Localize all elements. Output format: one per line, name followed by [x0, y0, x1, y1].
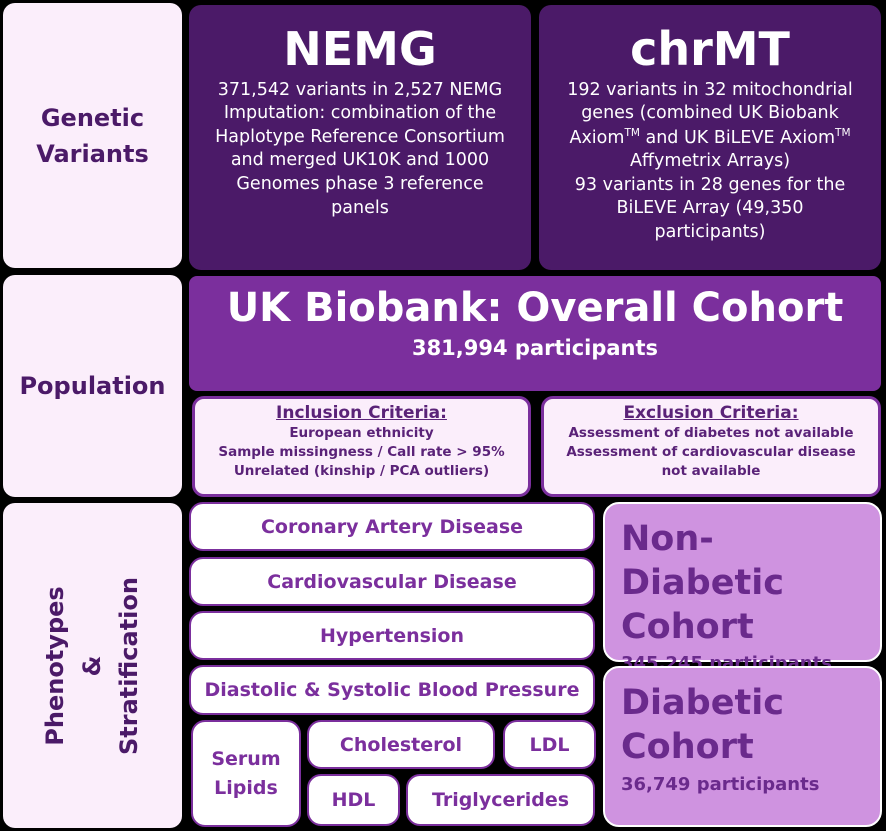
text-line: Imputation: combination of the	[223, 103, 497, 124]
phenotype-cholesterol: Cholesterol	[307, 720, 495, 769]
section-population: Population	[3, 275, 182, 497]
criteria-item: Sample missingness / Call rate > 95%	[218, 443, 505, 460]
text-line: Genomes phase 3 reference	[236, 174, 484, 194]
trademark-mark: TM	[624, 126, 640, 139]
cohort-title-line: Non-Diabetic	[621, 519, 784, 603]
section-label-line: Phenotypes	[40, 585, 69, 746]
cohort-title-line: Cohort	[621, 606, 754, 647]
criteria-item: Assessment of cardiovascular disease	[566, 443, 856, 460]
section-phenotypes-stratification: Phenotypes & Stratification	[3, 503, 182, 828]
section-label-line: Variants	[36, 139, 149, 168]
overall-cohort-banner: UK Biobank: Overall Cohort 381,994 parti…	[189, 276, 881, 391]
text-line: 192 variants in 32 mitochondrial	[567, 79, 853, 100]
phenotype-ldl: LDL	[503, 720, 596, 769]
section-label: Population	[19, 372, 166, 400]
exclusion-heading: Exclusion Criteria:	[623, 403, 799, 423]
text-line: participants)	[654, 222, 766, 243]
label-line: Lipids	[214, 776, 278, 799]
text-segment: Axiom	[569, 127, 625, 148]
text-segment: and UK BiLEVE Axiom	[639, 127, 836, 148]
text-line: panels	[331, 197, 389, 218]
chrmt-title: chrMT	[630, 22, 790, 76]
criteria-item: European ethnicity	[289, 425, 434, 442]
section-label-line: Genetic	[40, 103, 145, 132]
phenotype-hdl: HDL	[307, 774, 400, 826]
chrmt-description: 192 variants in 32 mitochondrial genes (…	[539, 79, 881, 245]
label-line: Serum	[211, 748, 281, 770]
overall-cohort-title: UK Biobank: Overall Cohort	[226, 285, 844, 331]
inclusion-criteria-box: Inclusion Criteria: European ethnicity S…	[192, 396, 531, 497]
nemg-description: 371,542 variants in 2,527 NEMG Imputatio…	[189, 79, 531, 221]
inclusion-heading: Inclusion Criteria:	[276, 403, 447, 423]
section-label-line: Stratification	[115, 576, 144, 755]
trademark-mark: TM	[835, 126, 851, 139]
text-line: Haplotype Reference Consortium	[215, 126, 505, 147]
chrmt-panel: chrMT 192 variants in 32 mitochondrial g…	[539, 5, 881, 270]
text-line: and merged UK10K and 1000	[230, 150, 490, 171]
nemg-title: NEMG	[283, 22, 437, 76]
phenotype-triglycerides: Triglycerides	[406, 774, 595, 826]
text-line: 93 variants in 28 genes for the	[574, 174, 846, 195]
exclusion-criteria-box: Exclusion Criteria: Assessment of diabet…	[541, 396, 881, 497]
overall-cohort-participants: 381,994 participants	[411, 336, 659, 360]
criteria-item: not available	[661, 462, 761, 479]
text-line: genes (combined UK Biobank	[581, 103, 839, 124]
vertical-label: Phenotypes & Stratification	[37, 577, 149, 755]
text-line: BiLEVE Array (49,350	[616, 198, 804, 219]
phenotype-coronary-artery-disease: Coronary Artery Disease	[189, 502, 595, 551]
criteria-item: Assessment of diabetes not available	[568, 425, 854, 442]
cohort-participants: 36,749 participants	[621, 773, 820, 795]
cohort-title-line: Cohort	[621, 726, 754, 767]
cohort-title-line: Diabetic	[621, 683, 784, 723]
nemg-panel: NEMG 371,542 variants in 2,527 NEMG Impu…	[189, 5, 531, 270]
criteria-item: Unrelated (kinship / PCA outliers)	[233, 462, 490, 479]
phenotype-blood-pressure: Diastolic & Systolic Blood Pressure	[189, 665, 595, 715]
phenotype-cardiovascular-disease: Cardiovascular Disease	[189, 557, 595, 606]
text-line: Affymetrix Arrays)	[629, 151, 791, 172]
text-line: 371,542 variants in 2,527 NEMG	[217, 79, 503, 100]
section-label-line: &	[77, 655, 106, 676]
phenotype-hypertension: Hypertension	[189, 611, 595, 660]
text-line: AxiomTM and UK BiLEVE AxiomTM	[545, 126, 875, 150]
